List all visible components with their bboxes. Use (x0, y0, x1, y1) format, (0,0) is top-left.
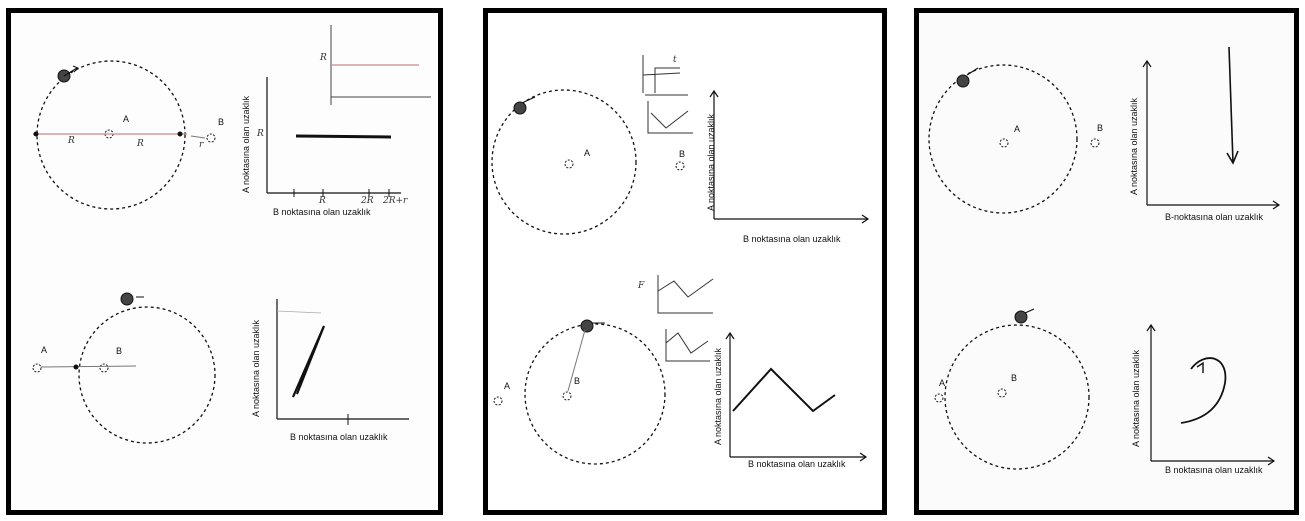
point-b-marker (206, 133, 216, 143)
point-b-marker (1090, 138, 1100, 148)
y-axis-label: A noktasına olan uzaklık (251, 319, 261, 417)
y-axis-label: A noktasına olan uzaklık (241, 95, 251, 193)
x-axis-label: B noktasına olan uzaklık (1165, 465, 1263, 475)
r-line (190, 135, 206, 139)
student-answer-panel-2: A B t A noktasına olan uzaklık B noktası… (483, 8, 887, 515)
x-axis-arrow (1267, 456, 1276, 466)
point-a-marker (999, 138, 1009, 148)
sketch-graph (665, 329, 710, 362)
handwritten-r-small: r (199, 140, 204, 150)
point-a-marker (564, 159, 574, 169)
x-axis-arrow (859, 452, 868, 462)
point-a-marker (934, 393, 944, 403)
x-axis-label: B-noktasına olan uzaklık (1165, 212, 1264, 222)
handwritten-r: R (319, 196, 326, 206)
x-axis-arrow (861, 214, 870, 224)
handwritten-r: R (68, 136, 75, 146)
answer-line (1228, 46, 1234, 164)
direction-arrow (523, 96, 536, 103)
x-axis-label: B noktasına olan uzaklık (290, 432, 388, 442)
moving-object (513, 101, 527, 115)
point-b-marker (562, 391, 572, 401)
point-b-label: B (679, 149, 686, 159)
point-a-label: A (41, 345, 48, 355)
moving-object (580, 319, 594, 333)
left-point (33, 131, 39, 137)
point-a-marker (493, 396, 503, 406)
answer-line (295, 134, 392, 139)
x-axis-label: B noktasına olan uzaklık (748, 459, 846, 469)
handwritten-r: R (257, 129, 264, 139)
moving-object (1014, 310, 1028, 324)
handwritten-2r-plus: 2R+r (383, 196, 408, 206)
distance-line (567, 329, 586, 392)
point-a-label: A (939, 378, 946, 388)
point-b-label: B (1097, 123, 1104, 133)
point-b-label: B (1011, 373, 1018, 383)
student-answer-panel-1: A B R R r A noktasına olan uzaklık B nok… (6, 8, 443, 515)
point-a-label: A (1014, 124, 1021, 134)
distance-line (40, 365, 137, 368)
point-b-marker (675, 161, 685, 171)
circle-point (73, 364, 79, 370)
dashed-orbit-circle (928, 64, 1078, 214)
y-axis-label: A noktasına olan uzaklık (713, 347, 723, 445)
handwritten-r: R (320, 53, 327, 63)
y-axis-arrow (1142, 59, 1152, 68)
dashed-orbit-circle (36, 60, 186, 210)
dashed-orbit-circle (944, 324, 1090, 470)
pencil-mark (276, 310, 322, 314)
answer-curve (291, 325, 326, 398)
y-axis-arrow (725, 331, 735, 340)
y-axis-label: A noktasına olan uzaklık (706, 113, 716, 211)
answer-arrow (1226, 150, 1239, 165)
direction-arrow (63, 67, 78, 77)
right-point (177, 131, 183, 137)
point-b-marker (99, 363, 109, 373)
panel-2-drawing (491, 55, 870, 465)
x-axis-arrow (1272, 200, 1281, 210)
sketch-graph (647, 101, 693, 134)
point-b-marker (997, 388, 1007, 398)
direction-arrow (966, 67, 979, 76)
answer-curve (732, 367, 836, 413)
point-b-label: B (574, 376, 581, 386)
handwritten-t: t (673, 55, 677, 65)
point-b-label: B (218, 117, 225, 127)
y-axis-label: A noktasına olan uzaklık (1131, 349, 1141, 447)
handwritten-2r: 2R (361, 196, 374, 206)
point-a-label: A (504, 381, 511, 391)
answer-arrow (1196, 361, 1204, 373)
point-a-label: A (584, 148, 591, 158)
handwritten-r: R (137, 139, 144, 149)
y-axis-label: A noktasına olan uzaklık (1129, 97, 1139, 195)
dashed-orbit-circle (78, 306, 216, 444)
direction-arrow (1024, 308, 1035, 314)
panel-1-drawing (32, 25, 431, 444)
student-answer-panel-3: A B A noktasına olan uzaklık B-noktasına… (914, 8, 1299, 515)
x-axis-label: B noktasına olan uzaklık (273, 207, 371, 217)
sketch-graph (657, 275, 714, 314)
panel-3-drawing (928, 46, 1281, 470)
arrow-head (72, 65, 79, 73)
y-axis-arrow (1146, 323, 1156, 332)
moving-object (120, 292, 134, 306)
sketch-graph (642, 55, 681, 93)
dashed-orbit-circle (524, 323, 666, 465)
y-axis-arrow (709, 89, 719, 98)
point-a-label: A (123, 114, 130, 124)
point-a-marker (32, 363, 42, 373)
point-b-label: B (116, 346, 123, 356)
moving-object (956, 74, 970, 88)
x-axis-label: B noktasına olan uzaklık (743, 234, 841, 244)
answer-curve (1180, 357, 1227, 424)
dashed-orbit-circle (491, 89, 637, 235)
handwritten-f: F (638, 281, 645, 291)
